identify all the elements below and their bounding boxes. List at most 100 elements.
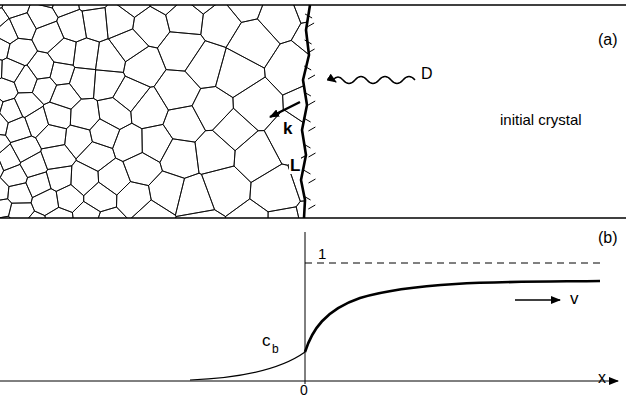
interface-tick (309, 179, 316, 183)
grain-cell (0, 154, 4, 182)
interface-tick (309, 153, 316, 157)
grain-cell (52, 0, 79, 18)
axis-label: x (598, 370, 606, 386)
grain-cell (184, 0, 225, 14)
grain-cell (25, 106, 49, 138)
interface-tick (304, 170, 311, 174)
grain-cell (2, 58, 25, 83)
interface-tick (308, 101, 315, 105)
grain-cell (73, 38, 99, 70)
grain-cell (14, 93, 43, 118)
grain-cell (226, 19, 280, 68)
grain-cell (91, 207, 132, 240)
grain-cell (0, 199, 12, 222)
grain-cell (288, 0, 340, 23)
grain-cell (70, 98, 100, 130)
grain-cell (0, 0, 7, 11)
grain-cell (96, 39, 126, 73)
boundary-curve (190, 352, 305, 380)
interface-tick (307, 23, 314, 27)
grain-cell (163, 106, 206, 142)
origin-label: 0 (300, 383, 308, 397)
grain-cell (0, 34, 10, 60)
bulk-curve (305, 281, 600, 352)
grain-cell (26, 172, 51, 198)
interface-tick (305, 40, 312, 44)
interface-label: L (289, 157, 301, 174)
grain-cell (133, 6, 170, 48)
grain-cell (20, 151, 48, 177)
grain-cell (50, 84, 82, 110)
grain-cell (76, 142, 116, 172)
grain-cell (291, 16, 340, 74)
curve-subscript: b (272, 343, 279, 355)
grain-cell (32, 77, 56, 104)
interface-tick (304, 118, 311, 122)
grain-cell (201, 0, 242, 47)
grain-cell (195, 130, 235, 174)
interface-tick (304, 66, 311, 70)
grain-cell (94, 70, 126, 101)
grain-cell (65, 125, 93, 159)
x-axis (0, 381, 618, 382)
grain-cell (90, 119, 120, 149)
grain-cell (19, 211, 51, 240)
grain-cell (166, 0, 204, 35)
grain-cell (113, 123, 143, 161)
panel-label: (b) (598, 230, 618, 246)
grain-cell (233, 77, 283, 131)
grain-cell (82, 8, 108, 42)
grain-cell (123, 46, 166, 87)
grain-cell (264, 40, 332, 95)
grain-cell (129, 200, 176, 240)
grain-cell (0, 78, 18, 102)
grain-cell (0, 98, 23, 123)
grain-cell (296, 197, 340, 240)
grain-cell (257, 0, 301, 44)
grain-cell (117, 182, 152, 221)
interface-tick (308, 49, 315, 53)
grain-cell (56, 185, 83, 213)
region-label: initial crystal (500, 112, 582, 127)
interface-tick (304, 92, 311, 96)
grain-cell (57, 9, 87, 42)
grain-cell (27, 3, 58, 29)
grain-cell (84, 182, 117, 212)
grain-cell (6, 117, 32, 143)
k-arrow (270, 102, 300, 117)
grain-cell (50, 62, 75, 85)
grain-cell (268, 207, 304, 240)
grain-cell (171, 210, 225, 240)
interface-tick (305, 14, 312, 18)
interface-line (301, 5, 310, 218)
origin-line (305, 232, 306, 384)
grain-cell (97, 98, 132, 130)
interface-tick (308, 127, 315, 131)
grain-cell (234, 131, 282, 183)
grain-cell (160, 139, 199, 179)
interface-ticks (304, 14, 316, 209)
grain-cell (8, 183, 33, 203)
grain-texture (0, 0, 340, 240)
strip-border (0, 4, 626, 6)
grain-cell (185, 41, 226, 89)
grain-cell (71, 160, 99, 195)
arrow-label: k (282, 120, 293, 137)
interface-tick (308, 75, 315, 79)
grain-cell (47, 38, 76, 65)
grain-cell (98, 158, 131, 195)
grain-cell (202, 166, 252, 217)
d-wavy-arrow (333, 77, 415, 84)
grain-cell (123, 153, 162, 186)
grain-cell (27, 51, 54, 79)
grain-cell (2, 0, 31, 19)
grain-cell (148, 0, 184, 15)
grain-cell (0, 216, 20, 240)
grain-cell (154, 70, 201, 111)
grain-cell (0, 8, 9, 36)
grain-cell (142, 124, 173, 162)
unity-line (305, 263, 600, 264)
panel-label: (a) (598, 32, 618, 48)
v-arrow (515, 299, 560, 301)
